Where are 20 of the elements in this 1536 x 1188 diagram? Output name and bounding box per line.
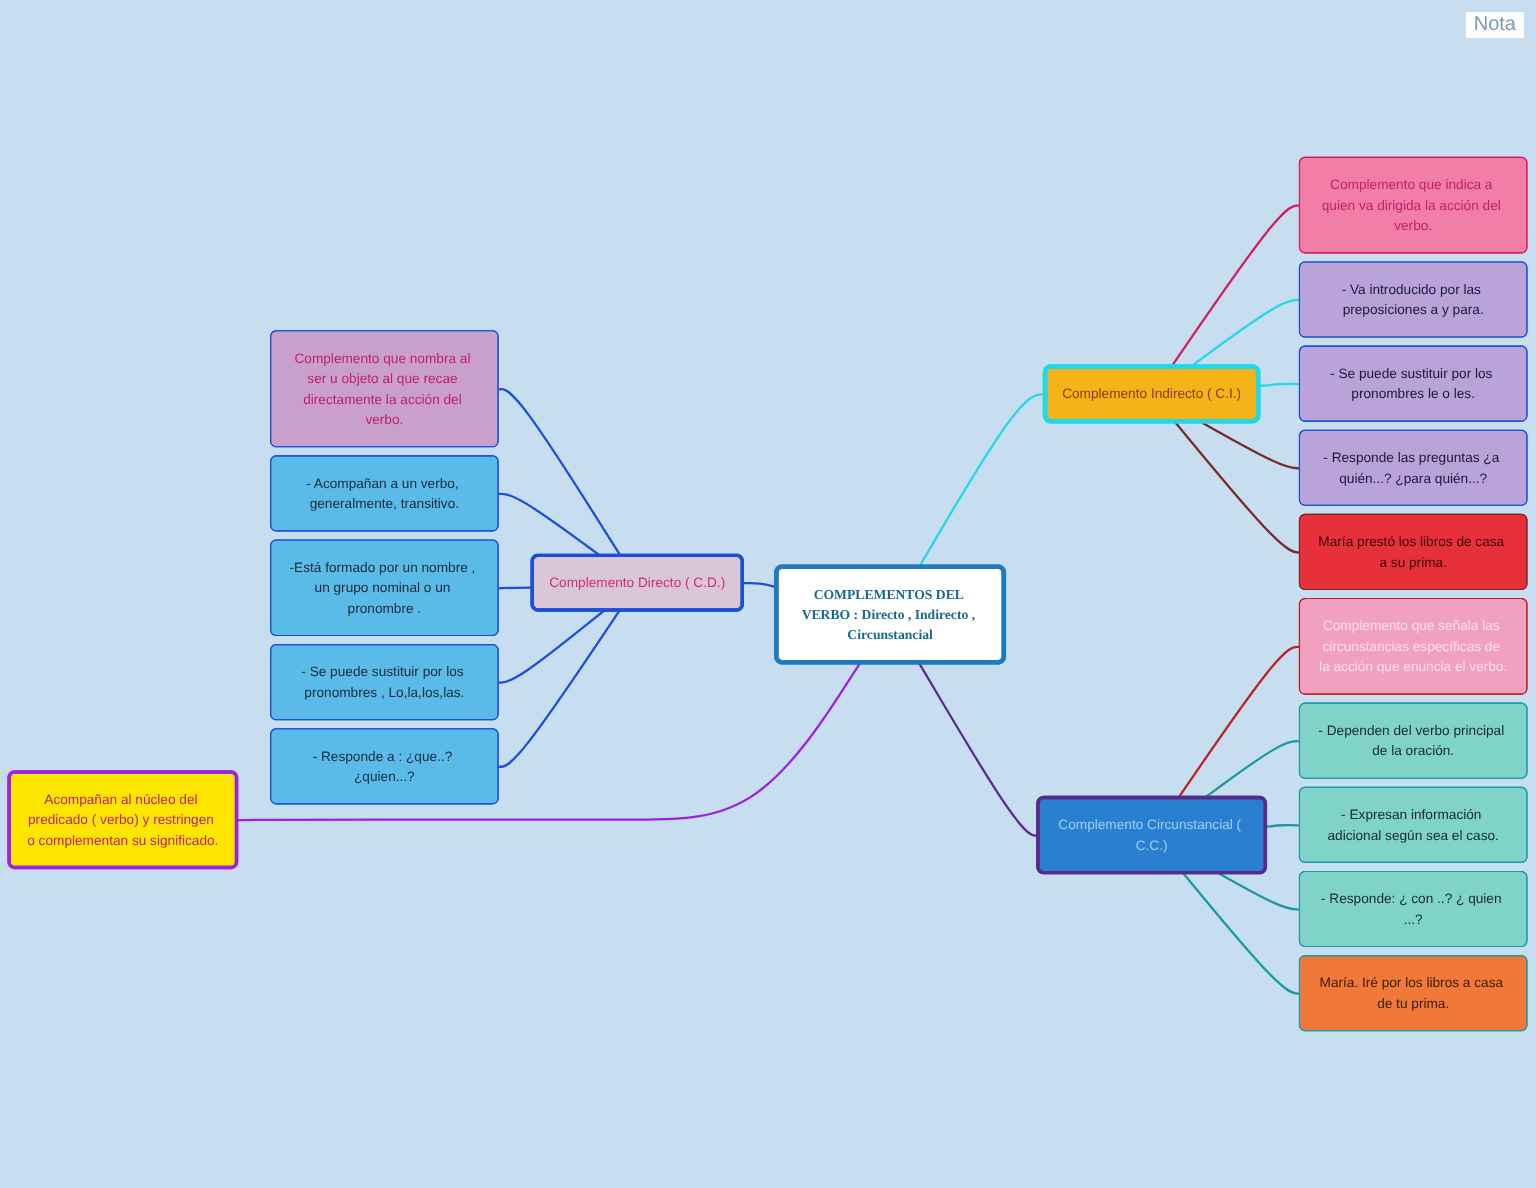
connector (1199, 420, 1301, 470)
connector (1177, 645, 1301, 799)
connector (498, 586, 533, 590)
connector (1170, 204, 1301, 368)
connector (1258, 382, 1301, 388)
connector (498, 388, 622, 557)
connector (1203, 740, 1301, 800)
connector (1265, 824, 1301, 828)
connector (742, 581, 778, 589)
connector (237, 662, 862, 822)
connector (1189, 298, 1301, 369)
connector (1173, 421, 1301, 554)
connector (1218, 872, 1301, 911)
connector (918, 662, 1039, 837)
connector (1182, 872, 1301, 995)
note-label: Nota (1465, 12, 1524, 38)
connector (498, 492, 602, 557)
connector (498, 609, 606, 684)
connector (918, 393, 1046, 568)
connector (498, 609, 621, 768)
